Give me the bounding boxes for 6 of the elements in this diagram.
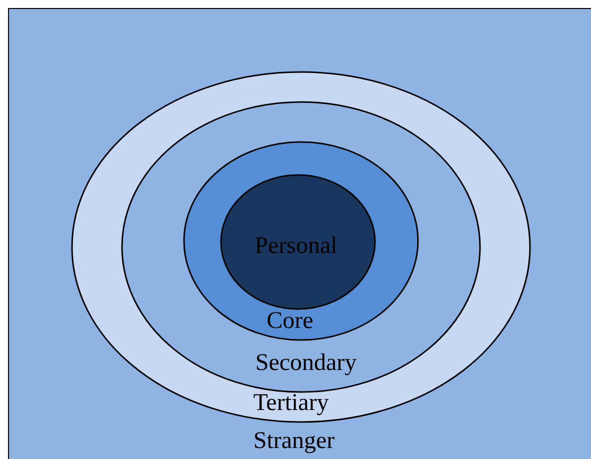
background-panel xyxy=(8,8,591,459)
circle-label: Secondary xyxy=(255,351,357,375)
circle-label: Stranger xyxy=(253,429,335,453)
circle-label: Tertiary xyxy=(253,391,329,415)
circle-label: Core xyxy=(266,309,314,333)
circle-label: Personal xyxy=(254,234,338,258)
